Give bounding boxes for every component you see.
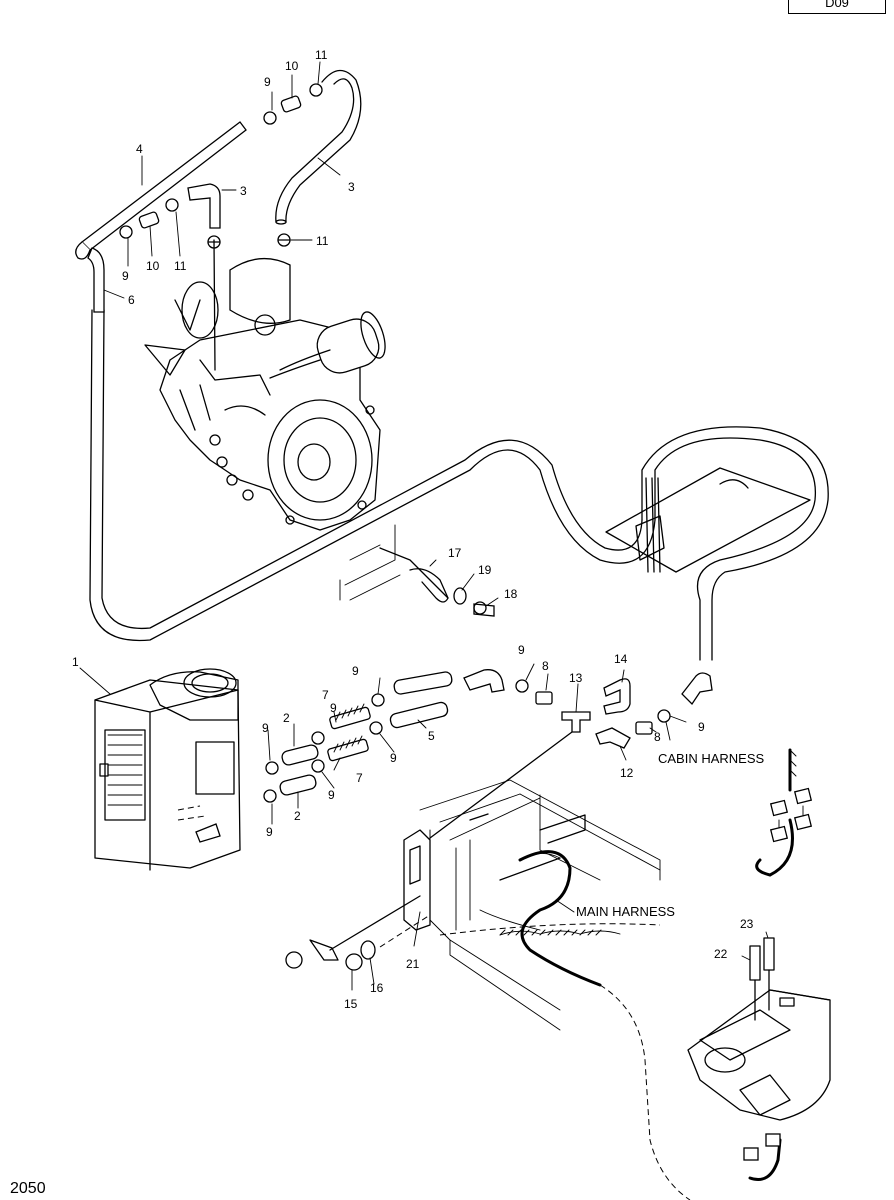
callout-9: 9 [698, 720, 705, 734]
callout-9: 9 [122, 269, 129, 283]
callout-10: 10 [146, 259, 160, 273]
callout-13: 13 [569, 671, 583, 685]
page-code-box: D09 [788, 0, 886, 14]
harness-wires [518, 748, 813, 1200]
callout-7: 7 [322, 688, 329, 702]
callout-8: 8 [654, 730, 661, 744]
control-valve-assembly [687, 937, 831, 1181]
callout-22: 22 [714, 947, 728, 961]
callout-23: 23 [740, 917, 754, 931]
callout-3: 3 [348, 180, 355, 194]
callout-6: 6 [128, 293, 135, 307]
heater-unit [94, 668, 241, 871]
callout-15: 15 [344, 997, 358, 1011]
callout-9: 9 [264, 75, 271, 89]
callout-18: 18 [504, 587, 518, 601]
page-number: 2050 [10, 1180, 46, 1197]
callout-9: 9 [518, 643, 525, 657]
callout-9: 9 [266, 825, 273, 839]
cabin-harness-label: CABIN HARNESS [658, 751, 765, 766]
middle-hose-fittings [263, 669, 713, 839]
callout-9: 9 [352, 664, 359, 678]
callout-11: 11 [316, 234, 329, 248]
callout-14: 14 [614, 652, 628, 666]
upper-hoses [75, 69, 362, 313]
callout-3: 3 [240, 184, 247, 198]
callout-2: 2 [294, 809, 301, 823]
chassis-frame [285, 779, 661, 1031]
callout-12: 12 [620, 766, 634, 780]
callout-21: 21 [406, 957, 420, 971]
callout-5: 5 [428, 729, 435, 743]
leader-lines [79, 61, 769, 991]
callout-8: 8 [542, 659, 549, 673]
page-code: D09 [825, 0, 849, 10]
engine-illustration [144, 239, 386, 531]
callout-16: 16 [370, 981, 384, 995]
callout-labels: 4 9 10 11 3 3 11 9 10 11 6 1 17 19 18 9 … [72, 48, 765, 1011]
bracket-plate [605, 467, 811, 573]
callout-9: 9 [330, 701, 337, 715]
callout-9: 9 [390, 751, 397, 765]
callout-4: 4 [136, 142, 143, 156]
main-harness-label: MAIN HARNESS [576, 904, 675, 919]
callout-2: 2 [283, 711, 290, 725]
clamp-bracket-assembly [339, 524, 495, 617]
callout-10: 10 [285, 59, 299, 73]
callout-1: 1 [72, 655, 79, 669]
callout-19: 19 [478, 563, 492, 577]
callout-11: 11 [315, 48, 328, 62]
callout-9: 9 [262, 721, 269, 735]
callout-7: 7 [356, 771, 363, 785]
callout-17: 17 [448, 546, 462, 560]
callout-11: 11 [174, 259, 187, 273]
long-heater-hose-loop [89, 309, 829, 661]
callout-9: 9 [328, 788, 335, 802]
